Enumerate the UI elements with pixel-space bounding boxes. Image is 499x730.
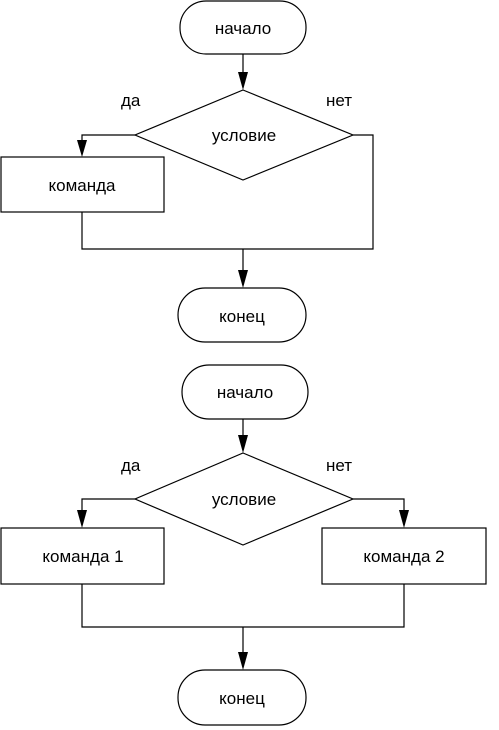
end-terminator <box>177 669 307 726</box>
connector-yes-branch <box>81 134 135 142</box>
command-1-box <box>0 527 165 585</box>
arrowhead <box>238 652 248 670</box>
command-2-label: команда 2 <box>363 547 444 566</box>
connector-command-1-to-join <box>81 584 243 628</box>
arrowhead <box>238 72 248 90</box>
end-label: конец <box>219 307 265 326</box>
command-2-box <box>321 527 487 585</box>
connector-command-2-to-join <box>243 584 405 628</box>
arrowhead <box>77 140 87 157</box>
connector-no-branch <box>243 134 374 250</box>
yes-label: да <box>121 91 141 110</box>
end-terminator <box>177 287 307 343</box>
start-label: начало <box>217 383 273 402</box>
connector-command-to-join <box>81 212 243 250</box>
flowchart-2: начало условие да нет команда 1 команда … <box>0 364 487 726</box>
connector-no-branch <box>353 498 405 512</box>
condition-diamond <box>133 452 355 546</box>
condition-label: условие <box>212 126 276 145</box>
arrowhead <box>238 435 248 453</box>
connector-yes-branch <box>81 498 135 512</box>
arrowhead <box>399 510 409 528</box>
no-label: нет <box>326 456 352 475</box>
start-label: начало <box>215 19 271 38</box>
condition-label: условие <box>212 490 276 509</box>
command-1-label: команда 1 <box>42 547 123 566</box>
start-terminator <box>181 364 309 420</box>
no-label: нет <box>326 91 352 110</box>
command-label: команда <box>49 176 117 195</box>
arrowhead <box>77 510 87 528</box>
end-label: конец <box>219 689 265 708</box>
arrowhead <box>238 270 248 288</box>
flowchart-1: начало условие да нет команда конец <box>0 0 374 343</box>
condition-diamond <box>133 89 355 181</box>
yes-label: да <box>121 456 141 475</box>
